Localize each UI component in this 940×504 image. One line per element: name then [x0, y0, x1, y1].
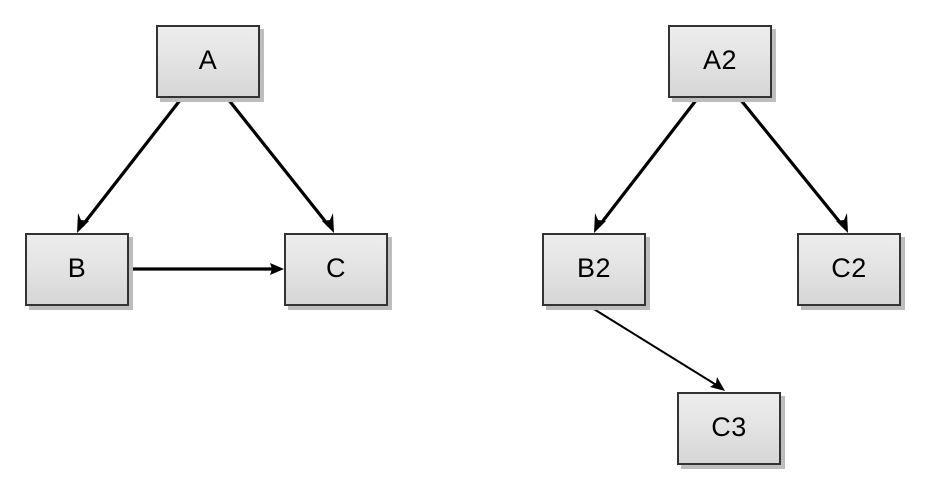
arrowhead-b2-to-c3 [710, 377, 725, 391]
node-b-label: B [67, 253, 87, 283]
node-c3[interactable]: C3 [677, 392, 781, 465]
edge-b2-to-c3[interactable] [588, 305, 725, 391]
edge-b-to-c[interactable] [129, 263, 284, 275]
node-a-label: A [198, 45, 218, 75]
node-b[interactable]: B [25, 233, 129, 306]
node-b2-label: B2 [576, 253, 612, 283]
edge-a-to-b[interactable] [77, 98, 183, 233]
edge-a-to-c[interactable] [226, 98, 334, 233]
edge-a2-to-c2[interactable] [738, 97, 848, 233]
node-c[interactable]: C [284, 233, 388, 306]
edge-a2-to-b2[interactable] [594, 98, 699, 233]
node-c2[interactable]: C2 [797, 233, 901, 306]
node-c3-label: C3 [711, 412, 747, 442]
node-a2[interactable]: A2 [668, 25, 772, 98]
node-a[interactable]: A [156, 25, 260, 98]
node-b2[interactable]: B2 [542, 233, 646, 306]
node-a2-label: A2 [702, 45, 738, 75]
node-c2-label: C2 [831, 253, 867, 283]
node-c-label: C [326, 253, 346, 283]
